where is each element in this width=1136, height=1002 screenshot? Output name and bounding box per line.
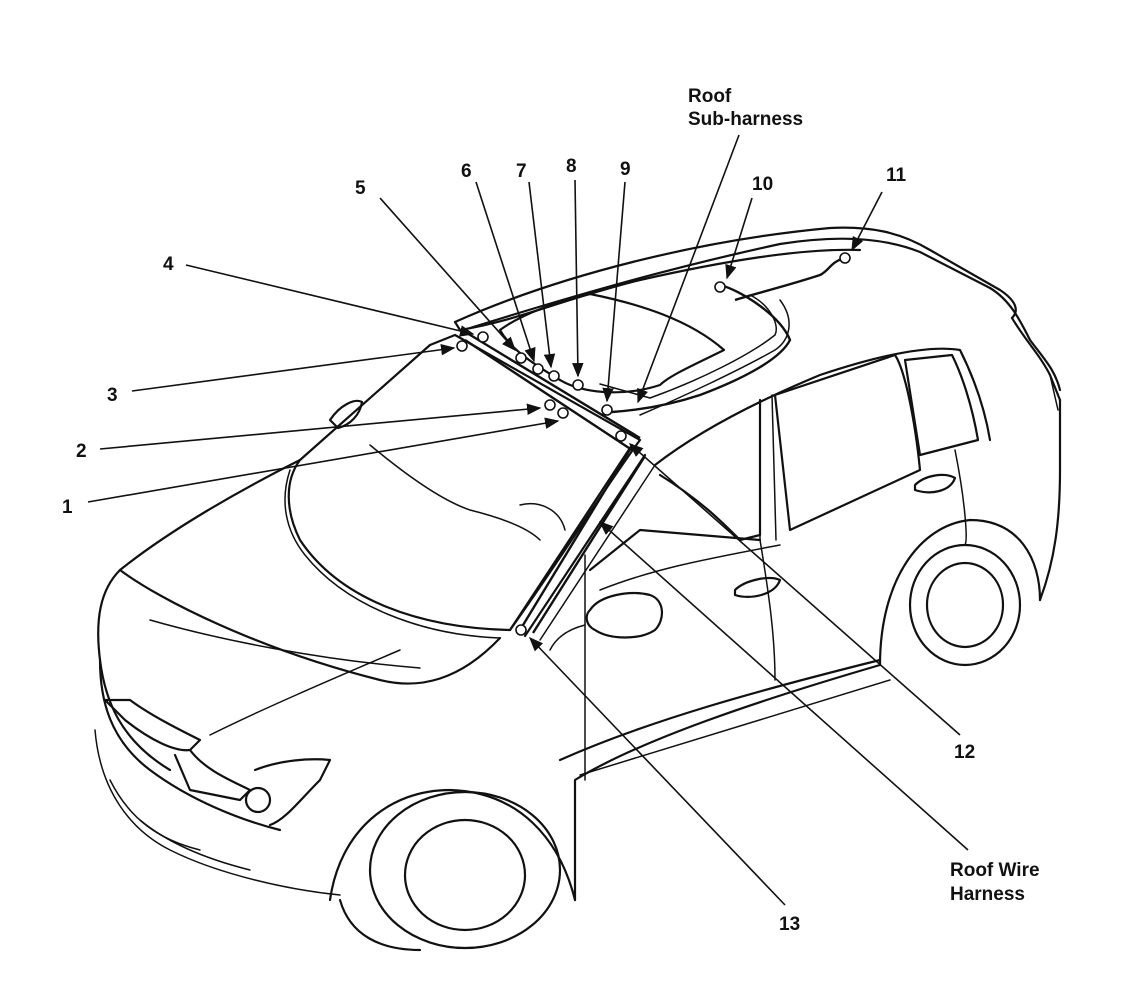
leader-13 (529, 636, 786, 906)
callout-6: 6 (461, 161, 472, 182)
connector-7 (548, 370, 560, 382)
roof-sub-harness-label-line1: Roof (688, 86, 732, 107)
callout-13: 13 (779, 914, 800, 935)
roof-wire-harness-label-line1: Roof Wire (950, 860, 1040, 881)
leader-4 (185, 264, 475, 337)
connector-5 (515, 352, 527, 364)
connector-11 (839, 252, 851, 264)
callout-12: 12 (954, 742, 975, 763)
leader-1 (87, 417, 560, 503)
leader-8 (572, 179, 584, 378)
callout-9: 9 (620, 159, 631, 180)
connector-13 (515, 624, 527, 636)
leader-3 (131, 344, 456, 392)
leader-roof-sub-harness (637, 134, 740, 404)
callout-2: 2 (76, 441, 87, 462)
callout-8: 8 (566, 156, 577, 177)
connector-8 (572, 379, 584, 391)
leader-12 (628, 443, 961, 736)
leader-7 (528, 181, 556, 369)
roof-wire-harness-label-line2: Harness (950, 884, 1025, 905)
connector-3 (456, 340, 468, 352)
connector-2 (544, 399, 556, 411)
connector-10 (714, 281, 726, 293)
roof-wire-harness-lines (461, 256, 846, 634)
callout-labels: 1 2 3 4 5 6 7 8 9 10 11 12 13 Roof Sub-h… (62, 86, 1040, 935)
leader-2 (99, 403, 542, 450)
callout-1: 1 (62, 497, 73, 518)
connector-4 (477, 331, 489, 343)
leader-10 (725, 197, 753, 280)
leader-roof-wire-harness (598, 521, 969, 851)
leader-6 (475, 181, 536, 363)
callout-5: 5 (355, 178, 366, 199)
callout-4: 4 (163, 254, 174, 275)
callout-3: 3 (107, 385, 118, 406)
callout-11: 11 (886, 165, 907, 186)
roof-sub-harness-label-line2: Sub-harness (688, 109, 803, 130)
leader-lines (87, 134, 969, 906)
connector-6 (532, 363, 544, 375)
vehicle-outline (94, 226, 1062, 952)
callout-10: 10 (752, 174, 773, 195)
leader-9 (602, 181, 626, 403)
callout-7: 7 (516, 161, 527, 182)
leader-5 (379, 197, 516, 352)
connector-12 (615, 430, 627, 442)
connector-9 (601, 404, 613, 416)
leader-11 (851, 191, 883, 252)
connector-1 (557, 407, 569, 419)
